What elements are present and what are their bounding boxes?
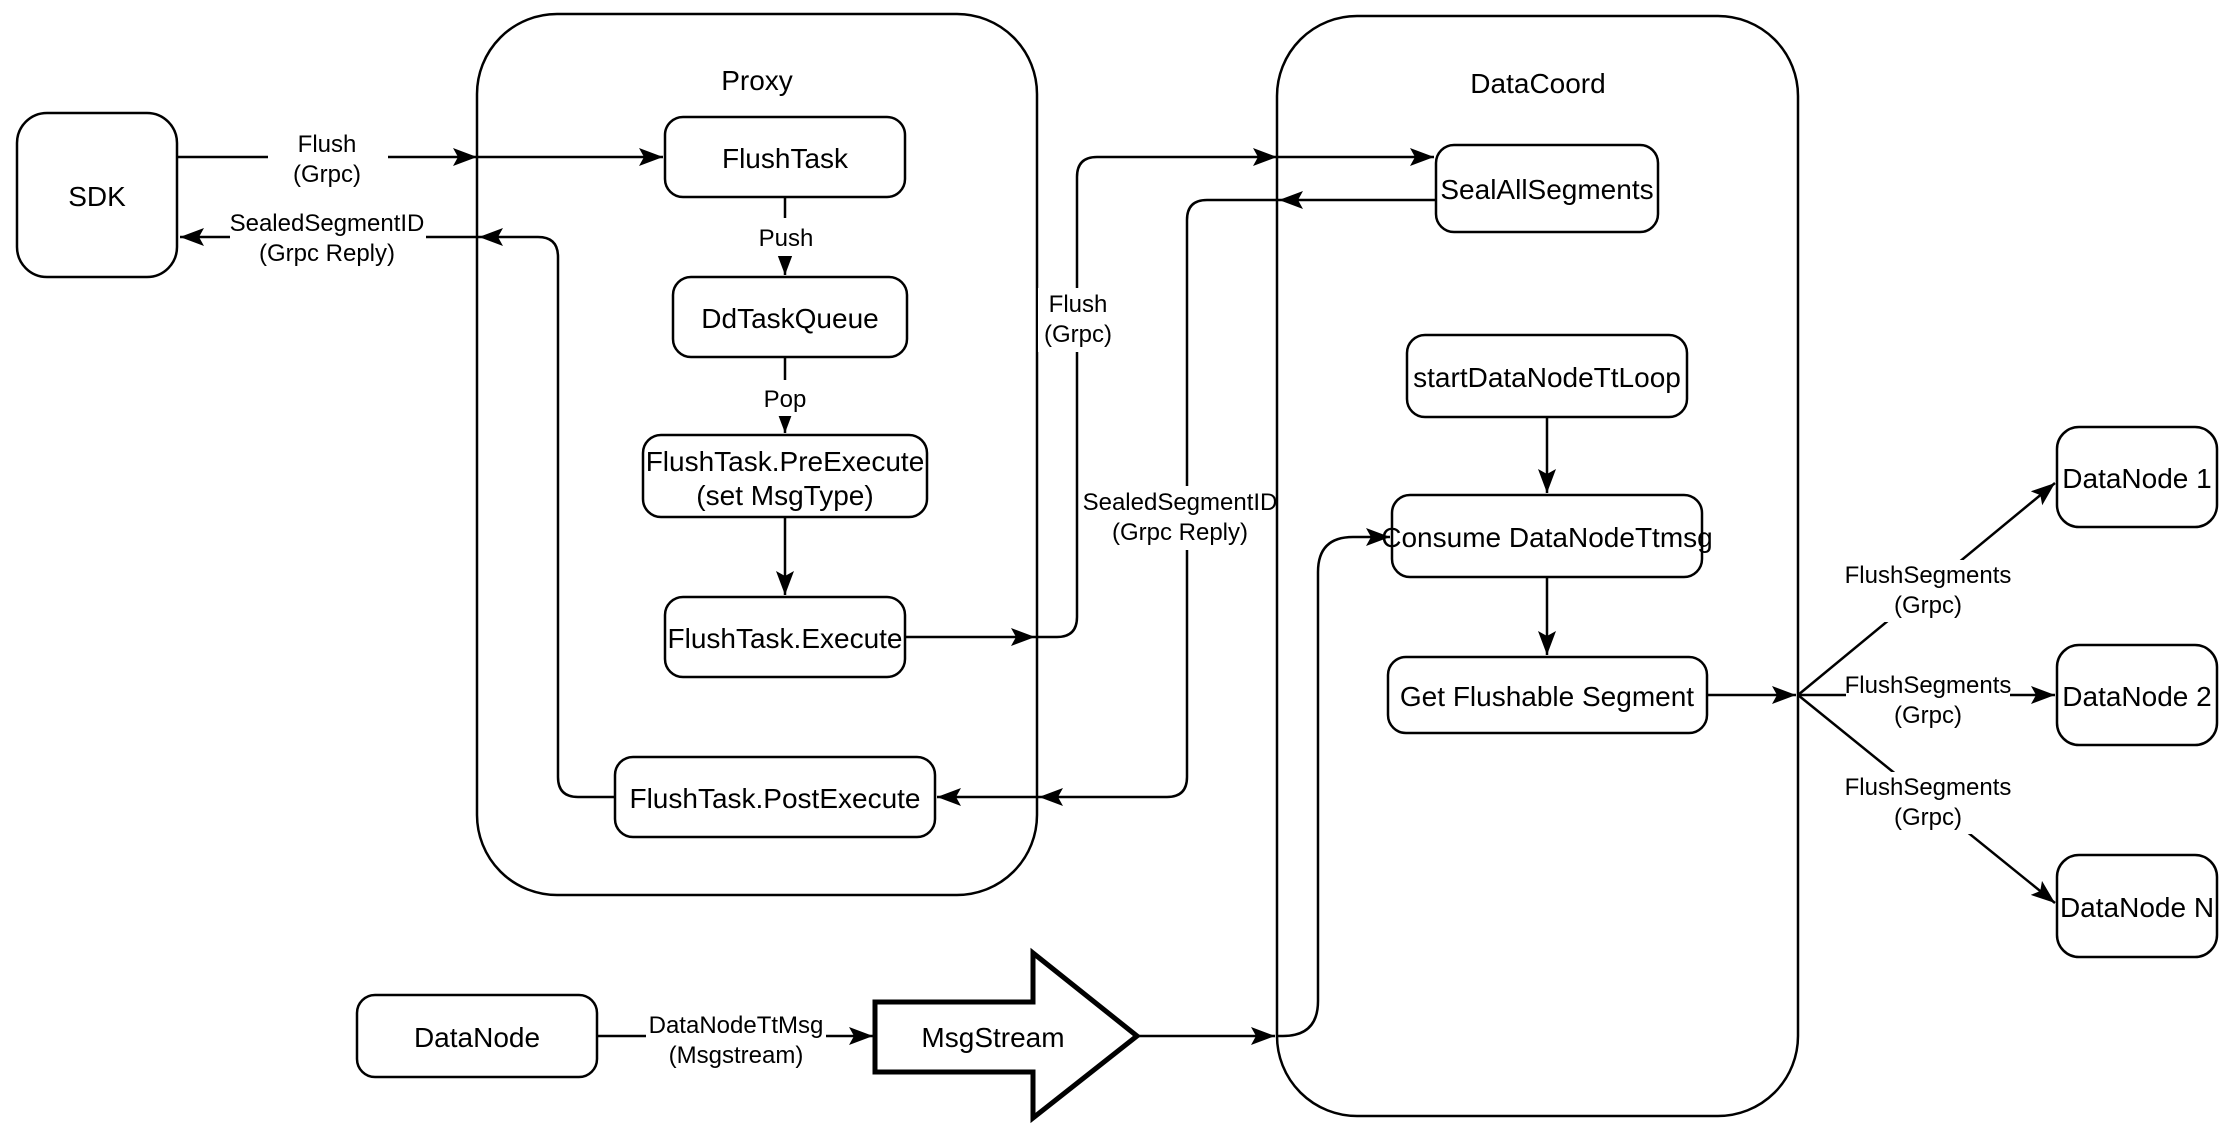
flush-grpc-label-line2: (Grpc): [293, 161, 361, 188]
datanode-box: [355, 993, 599, 1079]
label-bg: [646, 1010, 826, 1072]
flushtask-postexecute-label: FlushTask.PostExecute: [629, 783, 920, 814]
flushtask-preexecute-label-line2: (set MsgType): [696, 480, 873, 511]
datanodettmsg-label-line2: (Msgstream): [669, 1042, 804, 1069]
datanode-1-box: [2055, 425, 2219, 529]
node-startdatanodettloop: startDataNodeTtLoop: [1405, 333, 1689, 419]
sealallsegments-label: SealAllSegments: [1440, 174, 1653, 205]
datacoord-title: DataCoord: [1470, 68, 1605, 99]
node-datanode-1: DataNode 1: [2055, 425, 2219, 529]
edge-postexecute-to-proxy-boundary: [479, 228, 615, 799]
node-ddtaskqueue: DdTaskQueue: [671, 275, 909, 359]
flushtask-execute-label: FlushTask.Execute: [668, 623, 903, 654]
consume-datanodettmsg-box: [1390, 493, 1704, 579]
node-flushtask: FlushTask: [663, 115, 907, 199]
startdatanodettloop-box: [1405, 333, 1689, 419]
push-label: Push: [759, 225, 814, 252]
flushtask-execute-box: [663, 595, 907, 679]
get-flushable-segment-label: Get Flushable Segment: [1400, 681, 1694, 712]
datanode-label: DataNode: [414, 1022, 540, 1053]
datanode-n-box: [2055, 853, 2219, 959]
startdatanodettloop-label: startDataNodeTtLoop: [1413, 362, 1681, 393]
sdk-box: [15, 111, 179, 279]
node-sdk: SDK: [15, 111, 179, 279]
flush-grpc-mid-label-line1: Flush: [1049, 291, 1108, 318]
label-bg: [748, 218, 824, 256]
node-sealallsegments: SealAllSegments: [1434, 143, 1660, 234]
node-msgstream: MsgStream: [872, 947, 1142, 1124]
label-bg: [1038, 288, 1120, 352]
sealallsegments-box: [1434, 143, 1660, 234]
flushtask-preexecute-label-line1: FlushTask.PreExecute: [646, 446, 925, 477]
proxy-container: Proxy: [475, 12, 1039, 897]
nodes: SDK FlushTask DdTaskQueue FlushTask.PreE…: [15, 111, 2219, 1124]
label-bg: [268, 128, 388, 188]
label-bg: [1846, 670, 2010, 732]
datanode-2-box: [2055, 643, 2219, 747]
flushsegments-3-label-line2: (Grpc): [1894, 804, 1962, 831]
flush-grpc-mid-label-line2: (Grpc): [1044, 321, 1112, 348]
label-bg: [1083, 486, 1275, 550]
flushsegments-2-label-line2: (Grpc): [1894, 702, 1962, 729]
datanode-2-label: DataNode 2: [2062, 681, 2211, 712]
node-flushtask-execute: FlushTask.Execute: [663, 595, 907, 679]
label-bg: [230, 208, 426, 270]
datanode-1-label: DataNode 1: [2062, 463, 2211, 494]
node-flushtask-preexecute: FlushTask.PreExecute (set MsgType): [641, 433, 929, 519]
node-datanode-2: DataNode 2: [2055, 643, 2219, 747]
get-flushable-segment-box: [1386, 655, 1709, 735]
edge-labels: Flush (Grpc) SealedSegmentID (Grpc Reply…: [230, 131, 2012, 1069]
edge-label-backgrounds: [230, 128, 2010, 1072]
flushtask-box: [663, 115, 907, 199]
label-bg: [1846, 560, 2010, 622]
ddtaskqueue-label: DdTaskQueue: [701, 303, 878, 334]
datanode-n-label: DataNode N: [2060, 892, 2214, 923]
datacoord-container: DataCoord: [1275, 14, 1800, 1118]
ddtaskqueue-box: [671, 275, 909, 359]
flushsegments-3-label-line1: FlushSegments: [1845, 774, 2012, 801]
node-get-flushable-segment: Get Flushable Segment: [1386, 655, 1709, 735]
pop-label: Pop: [764, 386, 807, 413]
edge-flush-to-datacoord-boundary: [1035, 148, 1277, 639]
proxy-container-outline: [475, 12, 1039, 897]
label-bg: [1846, 772, 2010, 834]
msgstream-block-arrow: [872, 947, 1142, 1124]
edge-datacoord-boundary-to-consume: [1277, 528, 1390, 1038]
flushsegments-1-label-line1: FlushSegments: [1845, 562, 2012, 589]
sealedsegmentid-reply-label-line2: (Grpc Reply): [1112, 519, 1248, 546]
flushtask-preexecute-box: [641, 433, 929, 519]
datanodettmsg-label-line1: DataNodeTtMsg: [649, 1012, 824, 1039]
flushtask-postexecute-box: [613, 755, 937, 839]
sealedsegmentid-reply-label-line1: SealedSegmentID: [1083, 489, 1278, 516]
flushtask-label: FlushTask: [722, 143, 849, 174]
flush-grpc-label-line1: Flush: [298, 131, 357, 158]
label-bg: [756, 380, 814, 416]
datacoord-container-outline: [1275, 14, 1800, 1118]
sealedsegmentid-sdk-label-line2: (Grpc Reply): [259, 240, 395, 267]
flushsegments-1-label-line2: (Grpc): [1894, 592, 1962, 619]
node-datanode: DataNode: [355, 993, 599, 1079]
sealedsegmentid-sdk-label-line1: SealedSegmentID: [230, 210, 425, 237]
consume-datanodettmsg-label: Consume DataNodeTtmsg: [1381, 522, 1712, 553]
sdk-label: SDK: [68, 181, 126, 212]
node-datanode-n: DataNode N: [2055, 853, 2219, 959]
msgstream-label: MsgStream: [921, 1022, 1064, 1053]
proxy-title: Proxy: [721, 65, 793, 96]
node-flushtask-postexecute: FlushTask.PostExecute: [613, 755, 937, 839]
flushsegments-2-label-line1: FlushSegments: [1845, 672, 2012, 699]
node-consume-datanodettmsg: Consume DataNodeTtmsg: [1381, 493, 1713, 579]
